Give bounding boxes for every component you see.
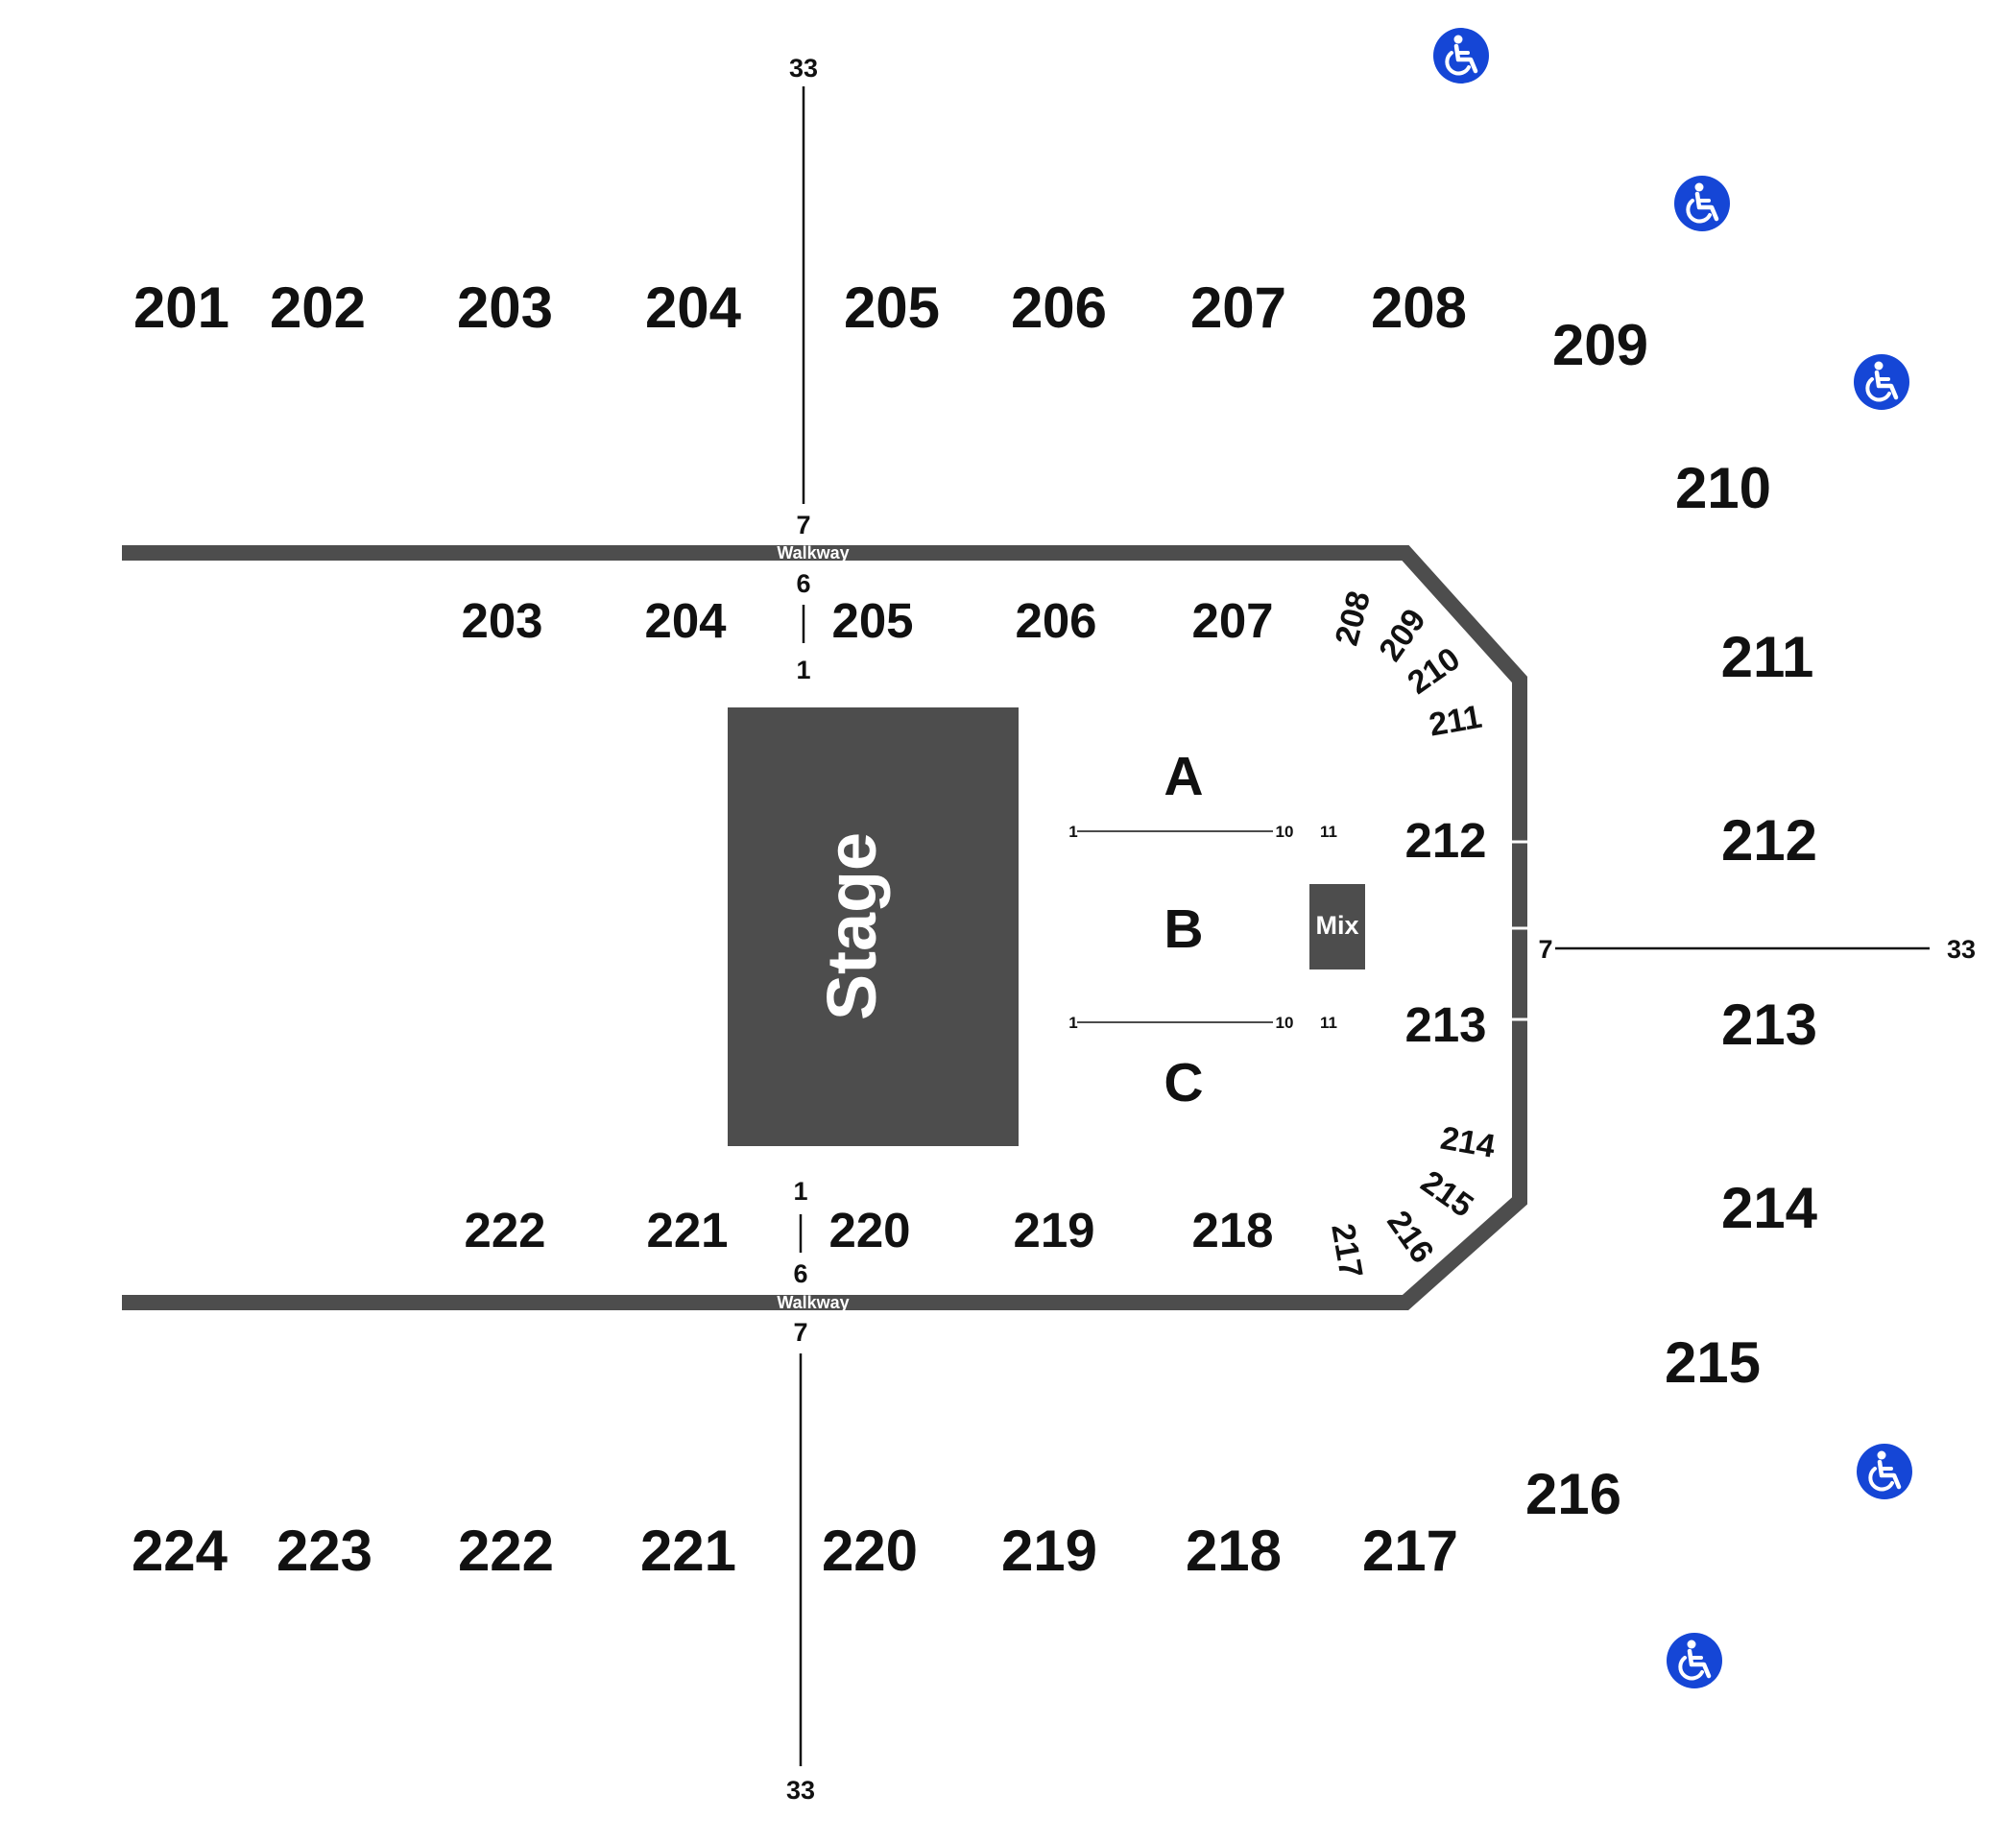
floor-row-label-a-11: 11: [1320, 823, 1337, 841]
walkway-label-top: Walkway: [777, 543, 849, 562]
upper-section-201[interactable]: 201: [133, 275, 229, 340]
floor-row-label-c-1: 1: [1068, 1014, 1077, 1032]
row-label-bottom-aisle-6: 6: [793, 1259, 807, 1288]
wheelchair-icon: [1854, 354, 1909, 410]
row-label-right-aisle-33: 33: [1947, 935, 1976, 964]
lower-section-212[interactable]: 212: [1404, 813, 1486, 868]
row-label-right-aisle-7: 7: [1538, 935, 1552, 964]
lower-section-207[interactable]: 207: [1191, 593, 1273, 648]
row-label-top-aisle-1: 1: [796, 656, 810, 684]
lower-section-213[interactable]: 213: [1404, 997, 1486, 1052]
lower-section-211[interactable]: 211: [1427, 699, 1485, 744]
lower-section-217[interactable]: 217: [1324, 1221, 1369, 1281]
upper-section-218[interactable]: 218: [1186, 1519, 1282, 1583]
stage-block: [728, 707, 1019, 1146]
upper-section-213[interactable]: 213: [1721, 993, 1817, 1057]
lower-section-214[interactable]: 214: [1438, 1120, 1499, 1165]
row-label-bottom-aisle-1: 1: [793, 1177, 807, 1206]
upper-section-222[interactable]: 222: [458, 1519, 554, 1583]
arena-wall-outline: [122, 545, 1527, 1310]
arena-wall: [122, 545, 1529, 1310]
floor-row-label-c-10: 10: [1276, 1014, 1294, 1032]
row-label-top-aisle-33: 33: [789, 54, 818, 83]
upper-section-209[interactable]: 209: [1552, 313, 1648, 377]
upper-section-214[interactable]: 214: [1721, 1176, 1818, 1240]
lower-section-205[interactable]: 205: [831, 593, 913, 648]
lower-section-216[interactable]: 216: [1380, 1205, 1441, 1270]
lower-section-208[interactable]: 208: [1329, 587, 1378, 650]
upper-section-221[interactable]: 221: [640, 1519, 736, 1583]
row-label-top-aisle-7: 7: [796, 511, 810, 539]
floor-row-label-a-1: 1: [1068, 823, 1077, 841]
upper-section-210[interactable]: 210: [1675, 456, 1771, 520]
upper-section-208[interactable]: 208: [1371, 275, 1467, 340]
floor-row-label-a-10: 10: [1276, 823, 1294, 841]
aisle-lines: [799, 86, 1930, 1766]
upper-section-217[interactable]: 217: [1362, 1519, 1458, 1583]
row-label-bottom-aisle-7: 7: [793, 1318, 807, 1347]
mix-label: Mix: [1315, 911, 1358, 940]
lower-section-204[interactable]: 204: [644, 593, 727, 648]
floor-zone-c[interactable]: C: [1164, 1052, 1203, 1113]
wheelchair-icon: [1667, 1633, 1722, 1688]
upper-section-215[interactable]: 215: [1665, 1330, 1761, 1395]
stage[interactable]: Stage: [728, 707, 1019, 1146]
upper-section-202[interactable]: 202: [270, 275, 366, 340]
floor-zone-b[interactable]: B: [1164, 898, 1203, 960]
row-label-bottom-aisle-33: 33: [786, 1776, 815, 1805]
lower-section-203[interactable]: 203: [461, 593, 542, 648]
upper-section-224[interactable]: 224: [132, 1519, 228, 1583]
lower-section-218[interactable]: 218: [1191, 1203, 1273, 1257]
upper-section-216[interactable]: 216: [1525, 1462, 1621, 1526]
row-label-top-aisle-6: 6: [796, 569, 810, 598]
upper-section-223[interactable]: 223: [276, 1519, 372, 1583]
upper-section-207[interactable]: 207: [1190, 275, 1286, 340]
wheelchair-icon: [1674, 176, 1730, 231]
upper-section-206[interactable]: 206: [1011, 275, 1107, 340]
lower-section-221[interactable]: 221: [646, 1203, 728, 1257]
walkway-label-bottom: Walkway: [777, 1293, 849, 1312]
lower-section-220[interactable]: 220: [828, 1203, 910, 1257]
wheelchair-icon: [1857, 1444, 1912, 1499]
lower-section-215[interactable]: 215: [1414, 1163, 1479, 1225]
mix-block: [1309, 884, 1365, 969]
mix-position: Mix: [1309, 884, 1365, 969]
upper-section-204[interactable]: 204: [645, 275, 742, 340]
wheelchair-icon: [1433, 28, 1489, 84]
upper-section-205[interactable]: 205: [844, 275, 940, 340]
upper-section-212[interactable]: 212: [1721, 808, 1817, 873]
stage-label: Stage: [814, 832, 891, 1020]
upper-section-203[interactable]: 203: [457, 275, 553, 340]
upper-section-211[interactable]: 211: [1721, 625, 1814, 689]
lower-section-219[interactable]: 219: [1013, 1203, 1094, 1257]
floor-row-label-c-11: 11: [1320, 1014, 1337, 1032]
lower-section-206[interactable]: 206: [1015, 593, 1096, 648]
floor-zone-a[interactable]: A: [1164, 746, 1203, 807]
upper-section-219[interactable]: 219: [1001, 1519, 1097, 1583]
upper-section-220[interactable]: 220: [822, 1519, 918, 1583]
lower-section-222[interactable]: 222: [464, 1203, 545, 1257]
